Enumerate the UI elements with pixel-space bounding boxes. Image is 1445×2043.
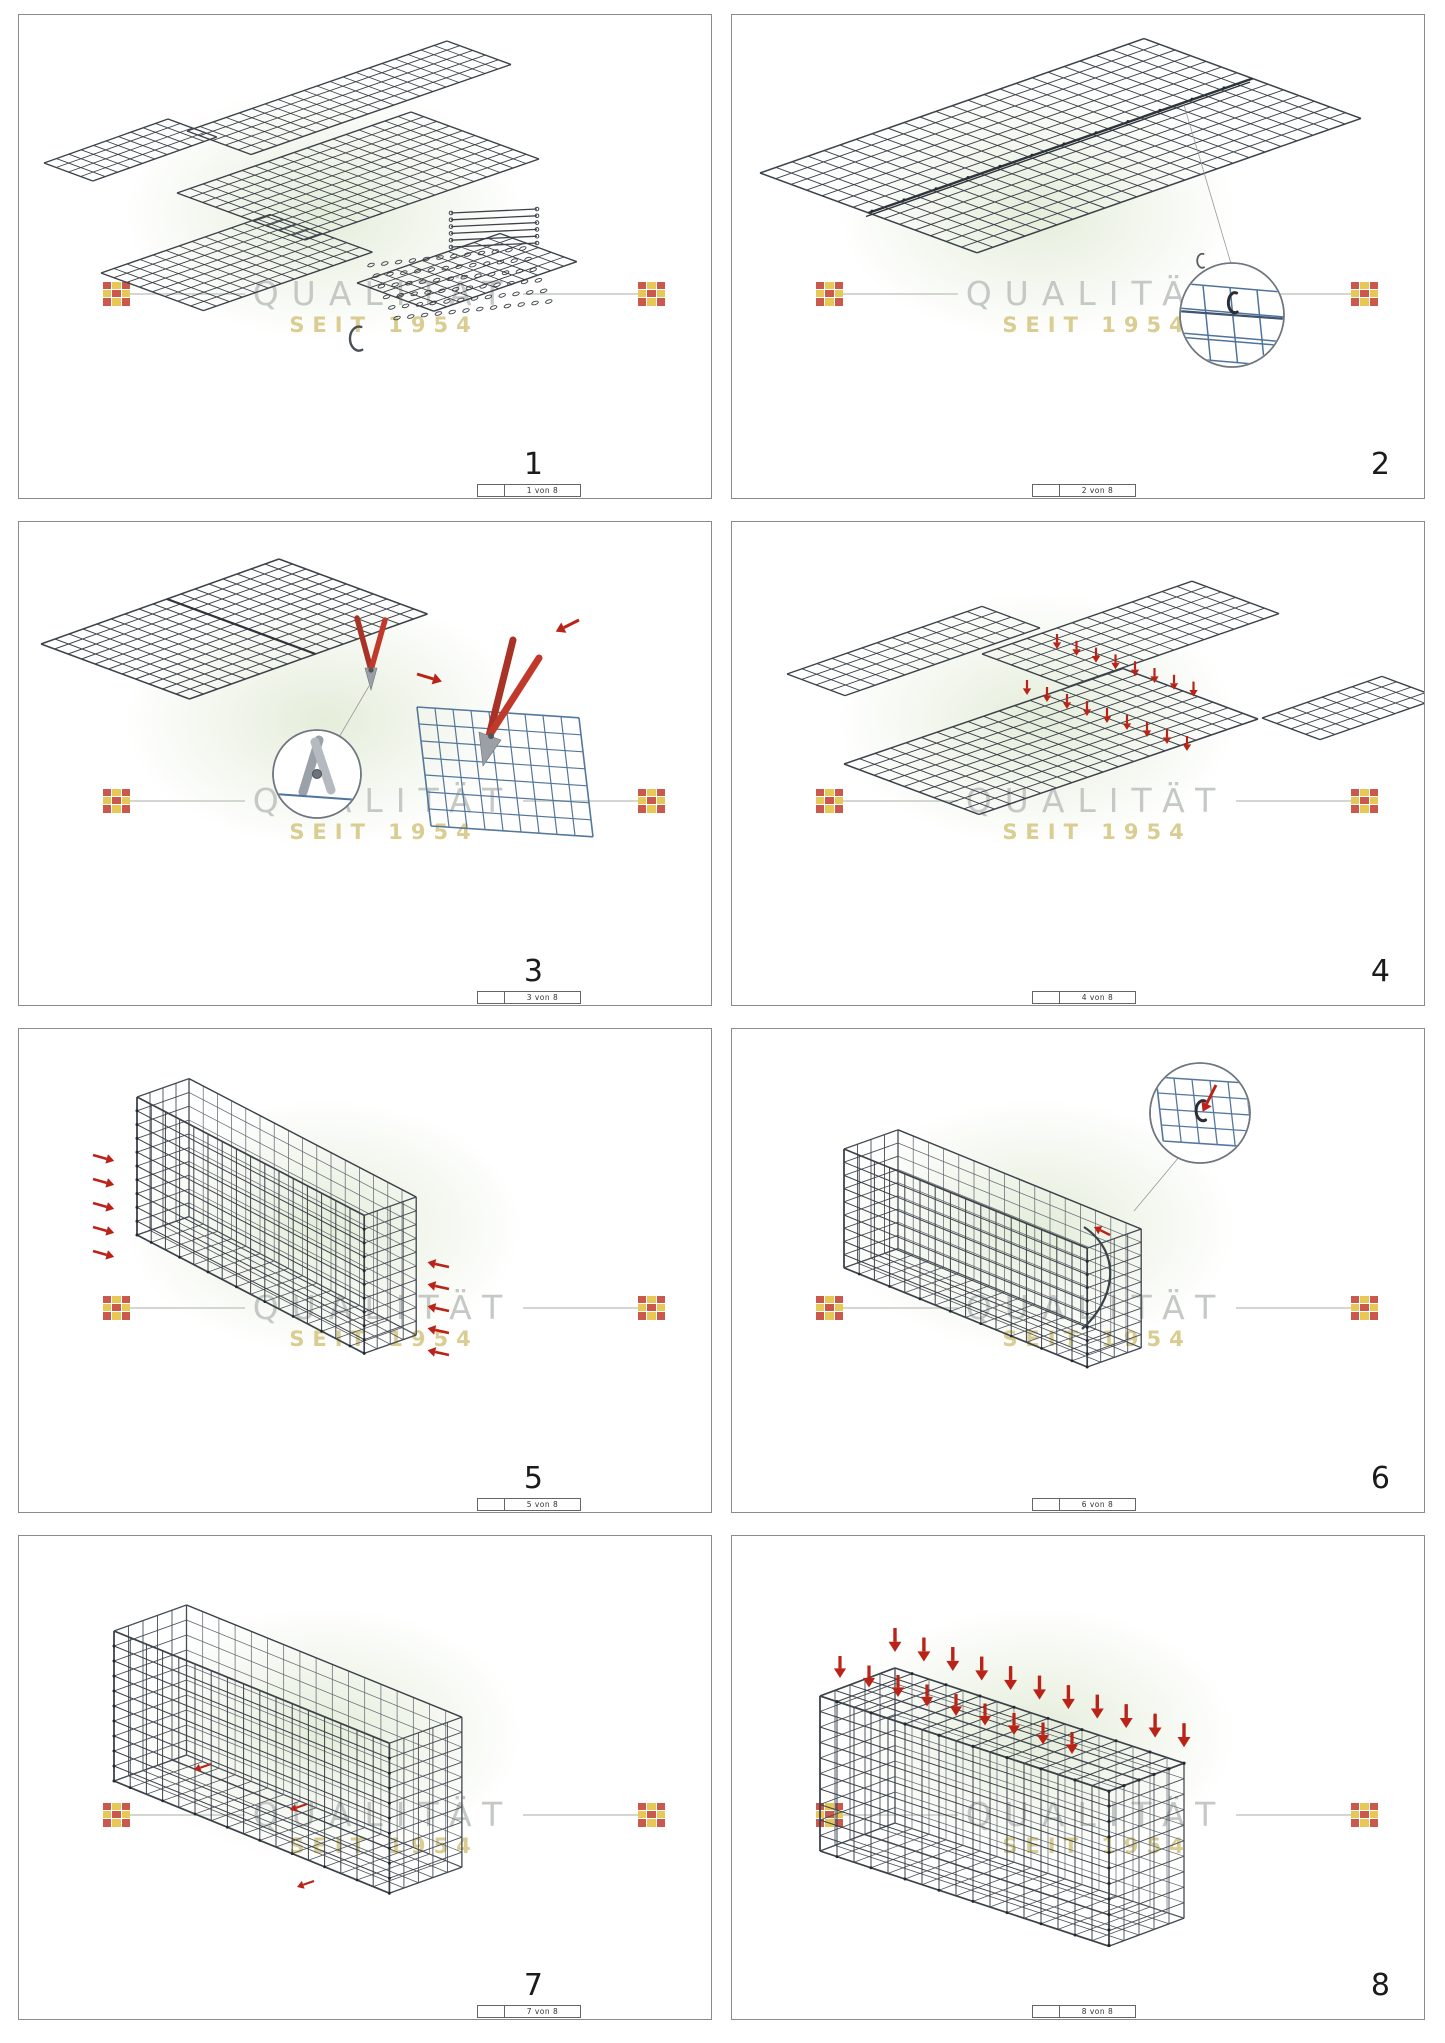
page-indicator-label: 3 von 8 <box>526 993 559 1002</box>
page-indicator: 4 von 8 <box>1032 991 1136 1004</box>
brand-logo-icon <box>638 1802 665 1827</box>
watermark-rule <box>1236 799 1351 802</box>
watermark-rule <box>130 1813 245 1816</box>
step-number: 4 <box>1370 954 1390 989</box>
brand-logo-icon <box>816 788 843 813</box>
panel-step-4: QUALITÄT SEIT 1954 4 4 von 8 <box>731 521 1425 1006</box>
brand-logo-icon <box>638 1295 665 1320</box>
watermark-rule <box>1236 1306 1351 1309</box>
step-illustration-cross-layout <box>786 580 1424 816</box>
watermark: QUALITÄT SEIT 1954 <box>816 784 1378 844</box>
step-number: 5 <box>523 1461 543 1496</box>
brand-logo-icon <box>1351 281 1378 306</box>
page-indicator-cell <box>478 992 505 1003</box>
page-indicator-cell <box>1033 2006 1060 2017</box>
watermark-rule <box>843 1813 958 1816</box>
brand-logo-icon <box>1351 1295 1378 1320</box>
watermark-rule <box>523 292 638 295</box>
watermark-rule <box>523 799 638 802</box>
watermark-ellipse <box>89 63 559 363</box>
page-indicator: 5 von 8 <box>477 1498 581 1511</box>
panel-step-5: QUALITÄT SEIT 1954 5 5 von 8 <box>18 1028 712 1513</box>
page-indicator: 7 von 8 <box>477 2005 581 2018</box>
watermark-rule <box>523 1306 638 1309</box>
brand-logo-icon <box>103 1295 130 1320</box>
page-indicator: 2 von 8 <box>1032 484 1136 497</box>
watermark-rule <box>130 292 245 295</box>
panel-step-1: QUALITÄT SEIT 1954 1 1 von 8 <box>18 14 712 499</box>
watermark-subtitle: SEIT 1954 <box>289 820 479 844</box>
step-illustration-basket-assembly <box>92 1077 450 1357</box>
watermark-rule <box>843 799 958 802</box>
brand-logo-icon <box>1351 1802 1378 1827</box>
step-number: 7 <box>523 1968 543 2003</box>
page-indicator-label: 1 von 8 <box>526 486 559 495</box>
watermark-title: QUALITÄT <box>965 781 1229 820</box>
watermark-subtitle: SEIT 1954 <box>289 313 479 337</box>
step-illustration-lid-closing <box>819 1628 1191 1948</box>
step-illustration-clip-detail <box>843 1062 1251 1369</box>
brand-logo-icon <box>103 1802 130 1827</box>
watermark-rule <box>843 292 958 295</box>
brand-logo-icon <box>103 281 130 306</box>
step-illustration-basket-complete <box>112 1604 463 1895</box>
step-number: 1 <box>523 447 543 482</box>
watermark-rule <box>1236 1813 1351 1816</box>
page-indicator: 8 von 8 <box>1032 2005 1136 2018</box>
brand-logo-icon <box>638 788 665 813</box>
panel-step-7: QUALITÄT SEIT 1954 7 7 von 8 <box>18 1535 712 2020</box>
page-indicator-cell <box>1033 1499 1060 1510</box>
panel-step-8: QUALITÄT SEIT 1954 8 8 von 8 <box>731 1535 1425 2020</box>
step-illustration-pliers <box>40 558 594 838</box>
watermark-rule <box>130 1306 245 1309</box>
watermark-rule <box>130 799 245 802</box>
step-number: 8 <box>1370 1968 1390 2003</box>
step-illustration-joined-mats <box>759 37 1362 368</box>
page-indicator-label: 5 von 8 <box>526 1500 559 1509</box>
page-indicator: 3 von 8 <box>477 991 581 1004</box>
page-indicator-cell <box>1033 485 1060 496</box>
watermark-rule <box>523 1813 638 1816</box>
watermark: QUALITÄT SEIT 1954 <box>816 277 1378 337</box>
brand-logo-icon <box>103 788 130 813</box>
panel-step-3: QUALITÄT SEIT 1954 3 3 von 8 <box>18 521 712 1006</box>
page-indicator-label: 8 von 8 <box>1081 2007 1114 2016</box>
page-indicator-label: 2 von 8 <box>1081 486 1114 495</box>
watermark-title: QUALITÄT <box>965 274 1229 313</box>
page-indicator: 6 von 8 <box>1032 1498 1136 1511</box>
brand-logo-icon <box>638 281 665 306</box>
step-number: 2 <box>1370 447 1390 482</box>
watermark-subtitle: SEIT 1954 <box>1002 820 1192 844</box>
page-indicator-label: 4 von 8 <box>1081 993 1114 1002</box>
step-illustration-mesh-parts <box>43 40 578 352</box>
panel-step-2: QUALITÄT SEIT 1954 2 2 von 8 <box>731 14 1425 499</box>
step-number: 6 <box>1370 1461 1390 1496</box>
brand-logo-icon <box>816 281 843 306</box>
watermark-ellipse <box>89 1584 559 1884</box>
page-indicator-cell <box>478 1499 505 1510</box>
watermark-rule <box>843 1306 958 1309</box>
page-indicator: 1 von 8 <box>477 484 581 497</box>
brand-logo-icon <box>1351 788 1378 813</box>
page-indicator-label: 6 von 8 <box>1081 1500 1114 1509</box>
watermark-subtitle: SEIT 1954 <box>1002 313 1192 337</box>
step-number: 3 <box>523 954 543 989</box>
page-indicator-label: 7 von 8 <box>526 2007 559 2016</box>
page-indicator-cell <box>478 2006 505 2017</box>
page-indicator-cell <box>478 485 505 496</box>
panel-step-6: QUALITÄT SEIT 1954 6 6 von 8 <box>731 1028 1425 1513</box>
brand-logo-icon <box>816 1295 843 1320</box>
page-indicator-cell <box>1033 992 1060 1003</box>
watermark-rule <box>1236 292 1351 295</box>
